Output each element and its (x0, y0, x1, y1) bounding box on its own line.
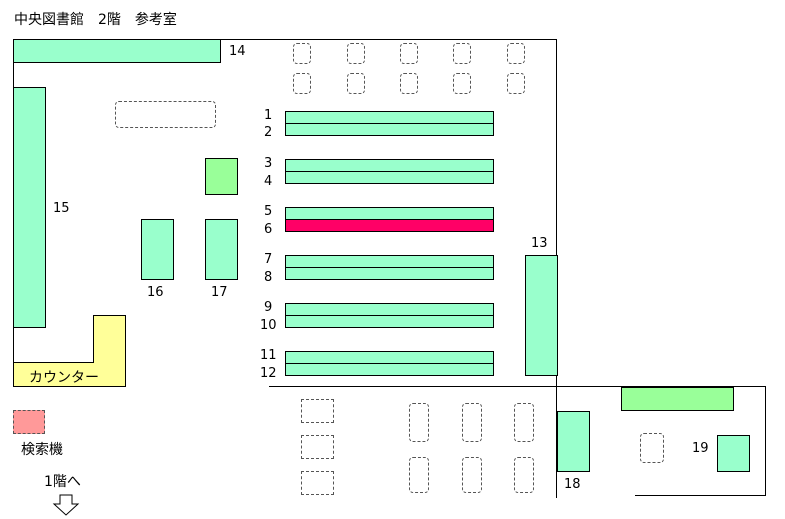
chair (453, 43, 471, 64)
shelf-10[interactable] (285, 315, 494, 328)
shelf-number-12: 12 (260, 366, 277, 381)
chair (507, 73, 525, 94)
shelf-8[interactable] (285, 267, 494, 280)
chair (347, 43, 365, 64)
shelf-number-2: 2 (264, 125, 273, 140)
shelf-15[interactable] (13, 87, 46, 328)
seat-box (301, 399, 334, 423)
chair (514, 403, 534, 442)
shelf-number-10: 10 (260, 318, 277, 333)
chair (293, 73, 311, 94)
display-shelf[interactable] (621, 387, 734, 411)
shelf-4[interactable] (285, 171, 494, 184)
shelf-number-15: 15 (53, 201, 70, 216)
shelf-number-11: 11 (260, 348, 277, 363)
shelf-6-highlighted[interactable] (285, 219, 494, 232)
shelf-number-8: 8 (264, 270, 273, 285)
shelf-13[interactable] (525, 255, 558, 376)
shelf-2[interactable] (285, 123, 494, 136)
chair (409, 403, 429, 442)
wall (13, 39, 557, 40)
chair (462, 457, 482, 493)
shelf-18[interactable] (557, 411, 590, 472)
chair (507, 43, 525, 64)
chair (453, 73, 471, 94)
chair (293, 43, 311, 64)
shelf-number-14: 14 (229, 44, 246, 59)
chair (347, 73, 365, 94)
down-arrow-icon[interactable] (52, 494, 80, 516)
shelf-number-18: 18 (564, 477, 581, 492)
shelf-number-5: 5 (264, 204, 273, 219)
chair (514, 457, 534, 493)
chair (409, 457, 429, 493)
shelf-number-19: 19 (692, 441, 709, 456)
counter-fill (94, 361, 125, 365)
shelf-number-17: 17 (211, 285, 228, 300)
reading-table (115, 101, 216, 128)
shelf-12[interactable] (285, 363, 494, 376)
wall (269, 386, 766, 387)
shelf-number-3: 3 (264, 156, 273, 171)
chair (400, 43, 418, 64)
counter-label: カウンター (29, 370, 99, 386)
shelf-number-1: 1 (264, 108, 273, 123)
shelf-14[interactable] (13, 39, 221, 63)
chair (400, 73, 418, 94)
display-stand[interactable] (205, 158, 238, 195)
chair (462, 403, 482, 442)
page-title: 中央図書館 2階 参考室 (14, 12, 177, 28)
shelf-number-6: 6 (264, 222, 273, 237)
shelf-17[interactable] (205, 219, 238, 280)
shelf-16[interactable] (141, 219, 174, 280)
shelf-number-16: 16 (147, 285, 164, 300)
wall (765, 386, 766, 496)
chair (640, 433, 664, 463)
shelf-number-7: 7 (264, 252, 273, 267)
shelf-19[interactable] (717, 435, 750, 472)
wall (635, 495, 766, 496)
shelf-number-4: 4 (264, 174, 273, 189)
search-kiosk-label: 検索機 (21, 442, 63, 458)
shelf-number-13: 13 (531, 236, 548, 251)
seat-box (301, 471, 334, 495)
stairs-label: 1階へ (44, 474, 81, 490)
shelf-number-9: 9 (264, 300, 273, 315)
search-kiosk[interactable] (13, 410, 45, 434)
service-counter[interactable] (13, 362, 126, 387)
seat-box (301, 435, 334, 459)
